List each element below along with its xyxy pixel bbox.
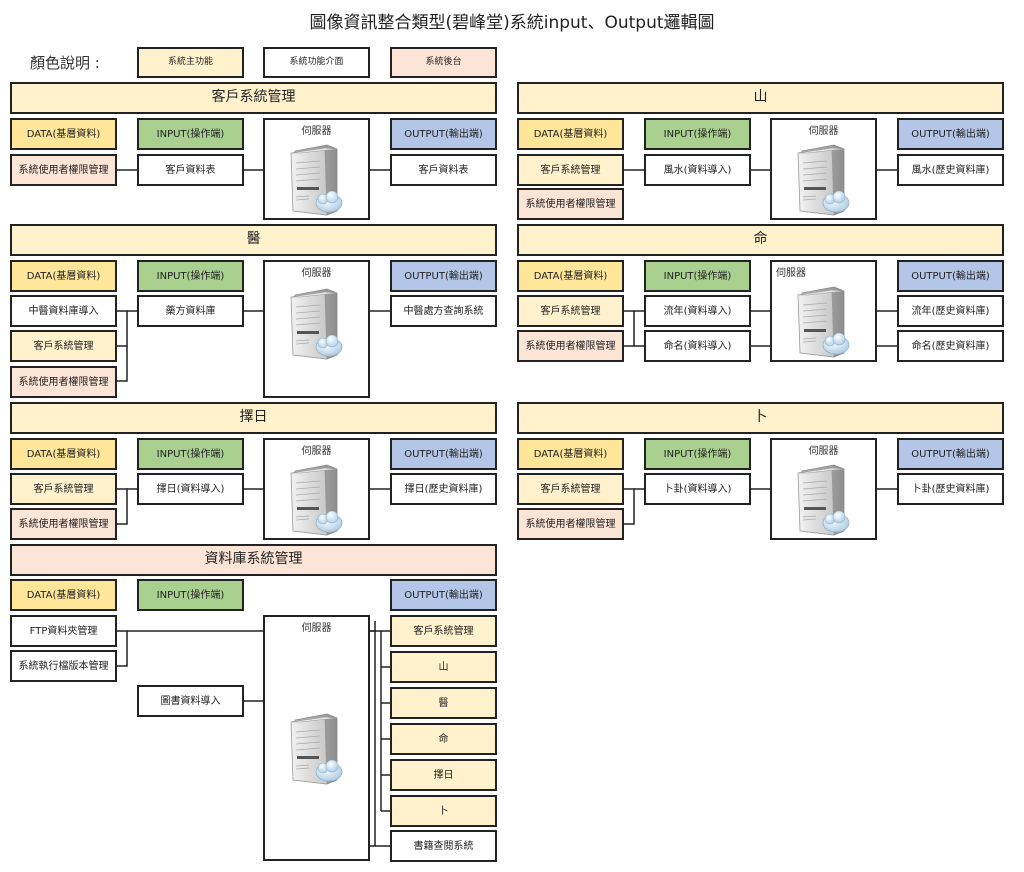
- input-item: 圖書資料導入: [137, 685, 244, 717]
- data-column-header: DATA(基層資料): [517, 438, 624, 470]
- data-item: 客戶系統管理: [10, 330, 117, 362]
- server-icon: [794, 461, 850, 537]
- output-column-header: OUTPUT(輸出端): [390, 260, 497, 292]
- connector: [117, 346, 128, 382]
- data-item: FTP資料夾管理: [10, 615, 117, 647]
- data-column-header: DATA(基層資料): [10, 579, 117, 611]
- legend-label: 顏色說明 :: [30, 54, 100, 72]
- data-column-header: DATA(基層資料): [10, 118, 117, 150]
- input-item: 命名(資料導入): [644, 330, 751, 362]
- data-item: 系統執行檔版本管理: [10, 650, 117, 682]
- server-label: 伺服器: [301, 268, 332, 279]
- server-label: 伺服器: [301, 623, 332, 634]
- input-column-header: INPUT(操作端): [644, 438, 751, 470]
- input-item: 客戶資料表: [137, 154, 244, 186]
- output-item: 卜卦(歷史資料庫): [897, 473, 1004, 505]
- output-column-header: OUTPUT(輸出端): [390, 118, 497, 150]
- data-column-header: DATA(基層資料): [10, 260, 117, 292]
- data-item: 系統使用者權限管理: [517, 330, 624, 362]
- section-header-database: 資料庫系統管理: [10, 544, 497, 576]
- data-item: 系統使用者權限管理: [517, 508, 624, 540]
- output-item: 擇日(歷史資料庫): [390, 473, 497, 505]
- data-column-header: DATA(基層資料): [517, 260, 624, 292]
- output-item: 命: [390, 723, 497, 755]
- data-item: 客戶系統管理: [517, 473, 624, 505]
- input-item: 卜卦(資料導入): [644, 473, 751, 505]
- server-icon: [794, 283, 850, 359]
- server-label: 伺服器: [776, 268, 806, 279]
- section-header-customer: 客戶系統管理: [10, 82, 497, 114]
- section-header-fate: 命: [517, 224, 1004, 256]
- input-column-header: INPUT(操作端): [137, 118, 244, 150]
- output-column-header: OUTPUT(輸出端): [897, 438, 1004, 470]
- connector: [117, 488, 128, 525]
- server-box: 伺服器: [770, 260, 877, 362]
- legend-backend: 系統後台: [390, 47, 497, 78]
- connector: [624, 488, 635, 525]
- data-item: 系統使用者權限管理: [517, 188, 624, 220]
- server-box: 伺服器: [263, 260, 370, 398]
- section-header-medicine: 醫: [10, 224, 497, 256]
- legend-main-function: 系統主功能: [137, 47, 244, 78]
- input-item: 流年(資料導入): [644, 295, 751, 327]
- diagram-title: 圖像資訊整合類型(碧峰堂)系統input、Output邏輯圖: [309, 13, 715, 33]
- output-item: 中醫處方查詢系統: [390, 295, 497, 327]
- input-column-header: INPUT(操作端): [644, 260, 751, 292]
- server-icon: [287, 461, 343, 537]
- output-item: 流年(歷史資料庫): [897, 295, 1004, 327]
- server-box: 伺服器: [770, 118, 877, 220]
- data-item: 客戶系統管理: [10, 473, 117, 505]
- output-item: 醫: [390, 687, 497, 719]
- output-item: 風水(歷史資料庫): [897, 154, 1004, 186]
- server-box: 伺服器: [263, 615, 370, 861]
- output-item: 卜: [390, 795, 497, 827]
- server-box: 伺服器: [263, 438, 370, 540]
- output-item: 山: [390, 651, 497, 683]
- server-box: 伺服器: [263, 118, 370, 220]
- server-icon: [794, 141, 850, 217]
- server-icon: [287, 710, 343, 786]
- server-label: 伺服器: [808, 446, 839, 457]
- output-item: 書籍查閱系統: [390, 830, 497, 862]
- input-item: 藥方資料庫: [137, 295, 244, 327]
- server-icon: [287, 141, 343, 217]
- section-header-mountain: 山: [517, 82, 1004, 114]
- section-header-divination: 卜: [517, 402, 1004, 434]
- output-item: 客戶資料表: [390, 154, 497, 186]
- input-item: 風水(資料導入): [644, 154, 751, 186]
- connector: [624, 310, 635, 347]
- output-column-header: OUTPUT(輸出端): [897, 118, 1004, 150]
- input-item: 擇日(資料導入): [137, 473, 244, 505]
- data-item: 客戶系統管理: [517, 154, 624, 186]
- data-item: 系統使用者權限管理: [10, 366, 117, 398]
- input-column-header: INPUT(操作端): [137, 438, 244, 470]
- input-column-header: INPUT(操作端): [137, 260, 244, 292]
- data-item: 中醫資料庫導入: [10, 295, 117, 327]
- output-column-header: OUTPUT(輸出端): [390, 438, 497, 470]
- data-item: 系統使用者權限管理: [10, 154, 117, 186]
- section-header-dateselect: 擇日: [10, 402, 497, 434]
- input-column-header: INPUT(操作端): [137, 579, 244, 611]
- input-column-header: INPUT(操作端): [644, 118, 751, 150]
- legend-interface: 系統功能介面: [263, 47, 370, 78]
- output-item: 客戶系統管理: [390, 615, 497, 647]
- output-column-header: OUTPUT(輸出端): [897, 260, 1004, 292]
- server-box: 伺服器: [770, 438, 877, 540]
- data-item: 客戶系統管理: [517, 295, 624, 327]
- output-item: 命名(歷史資料庫): [897, 330, 1004, 362]
- connector: [117, 310, 128, 347]
- output-column-header: OUTPUT(輸出端): [390, 579, 497, 611]
- server-label: 伺服器: [301, 126, 332, 137]
- output-item: 擇日: [390, 759, 497, 791]
- server-icon: [287, 285, 343, 361]
- data-column-header: DATA(基層資料): [10, 438, 117, 470]
- connector: [117, 630, 128, 667]
- server-label: 伺服器: [301, 446, 332, 457]
- server-label: 伺服器: [808, 126, 839, 137]
- data-item: 系統使用者權限管理: [10, 508, 117, 540]
- data-column-header: DATA(基層資料): [517, 118, 624, 150]
